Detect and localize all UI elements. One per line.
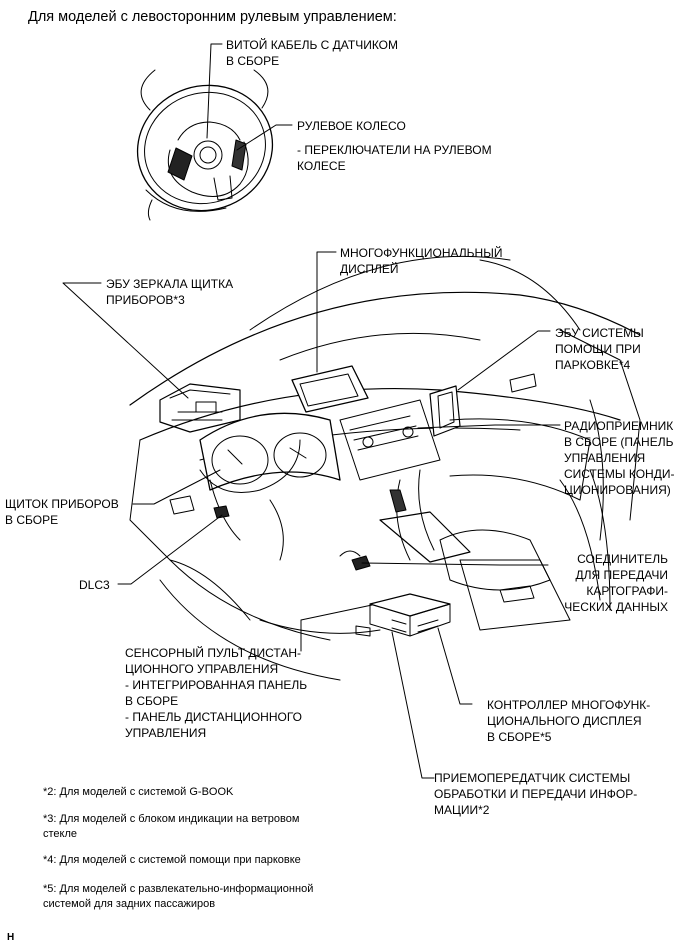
leader-combination-meter	[132, 469, 221, 505]
corner-mark: H	[7, 932, 15, 943]
footnote-2: *2: Для моделей с системой G-BOOK	[43, 786, 234, 798]
leader-spiral-cable	[206, 43, 223, 139]
dashboard-drawing	[129, 255, 641, 681]
leader-map-connector	[361, 562, 549, 566]
footnote-4: *4: Для моделей с системой помощи при па…	[43, 854, 301, 866]
label-dlc3: DLC3	[79, 578, 110, 592]
leader-lines	[62, 43, 561, 779]
page-title: Для моделей с левосторонним рулевым упра…	[28, 9, 397, 25]
footnote-5: *5: Для моделей с развлекательно-информа…	[43, 883, 314, 910]
leader-radio	[417, 424, 561, 429]
label-remote-touch: СЕНСОРНЫЙ ПУЛЬТ ДИСТАН-ЦИОННОГО УПРАВЛЕН…	[125, 646, 308, 740]
footnote-3: *3: Для моделей с блоком индикации на ве…	[43, 813, 300, 840]
leader-parking-ecu	[457, 330, 551, 391]
leader-multi-display	[316, 251, 337, 373]
label-steering-wheel: РУЛЕВОЕ КОЛЕСО	[297, 119, 406, 133]
label-display-controller: КОНТРОЛЛЕР МНОГОФУНК-ЦИОНАЛЬНОГО ДИСПЛЕЯ…	[487, 698, 651, 744]
leader-transceiver	[391, 631, 435, 779]
steering-wheel-drawing	[136, 69, 274, 221]
leader-steering-wheel	[236, 124, 293, 151]
leader-display-controller	[437, 627, 473, 705]
leader-mirror-ecu	[62, 282, 189, 399]
leader-dlc3	[117, 514, 223, 585]
leader-remote-touch	[300, 604, 373, 652]
